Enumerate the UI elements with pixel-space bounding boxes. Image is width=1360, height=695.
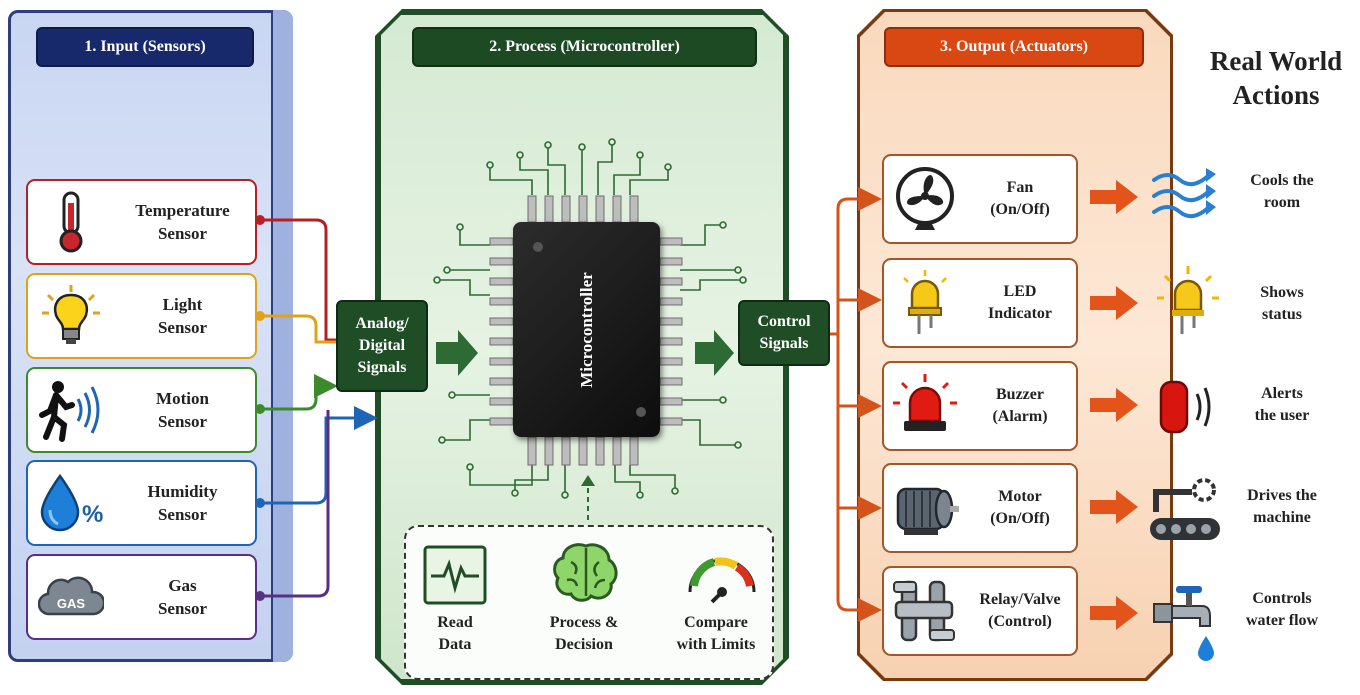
relay-valve-actuator-card: Relay/Valve(Control) [882, 566, 1078, 656]
input-header: 1. Input (Sensors) [36, 27, 254, 67]
microcontroller-chip: Microcontroller [513, 222, 660, 437]
microcontroller-label: Microcontroller [576, 271, 596, 388]
ringing-alarm-icon [1159, 380, 1211, 434]
gauge-icon [688, 557, 756, 604]
water-drop-icon: % [40, 473, 103, 532]
brain-icon [553, 543, 618, 602]
conveyor-icon [1150, 478, 1220, 540]
lightbulb-icon [42, 285, 100, 344]
tap-icon [1153, 586, 1214, 661]
gas-cloud-icon: GAS [38, 576, 104, 616]
relay-valve-icon [893, 580, 955, 642]
alarm-light-icon [893, 374, 957, 431]
buzzer-actuator-card: Buzzer(Alarm) [882, 361, 1078, 451]
waveform-icon [423, 545, 487, 605]
step-process-decision: Process &Decision [549, 614, 619, 653]
motor-actuator-card: Motor(On/Off) [882, 463, 1078, 553]
svg-text:%: % [82, 501, 103, 528]
motion-icon [39, 381, 100, 442]
input-to-chip-arrow [436, 330, 478, 376]
led-icon [903, 270, 947, 334]
output-header: 3. Output (Actuators) [884, 27, 1144, 67]
glowing-led-icon [1157, 266, 1219, 334]
process-header: 2. Process (Microcontroller) [412, 27, 757, 67]
fan-icon [896, 167, 954, 230]
chip-to-output-arrow [695, 330, 734, 376]
svg-text:GAS: GAS [57, 596, 86, 611]
fan-actuator-card: Fan(On/Off) [882, 154, 1078, 244]
motor-icon [896, 487, 959, 535]
air-flow-icon [1152, 168, 1216, 219]
thermometer-icon [59, 191, 83, 253]
